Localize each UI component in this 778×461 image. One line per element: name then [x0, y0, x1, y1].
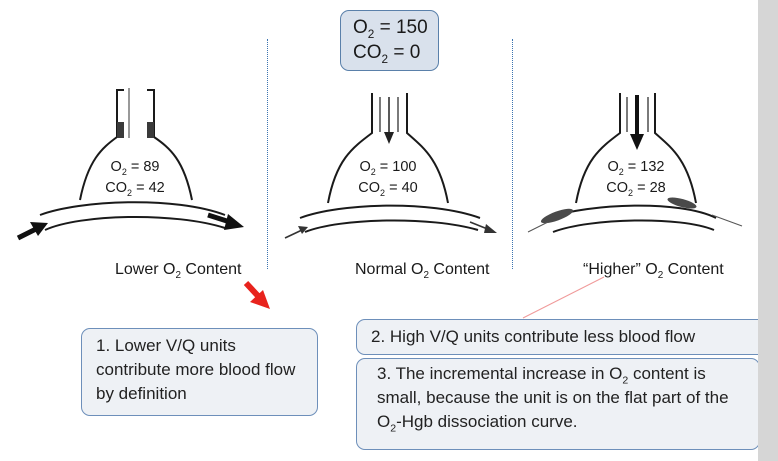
alveolus-high-vq: [527, 90, 743, 233]
constricted-capillary-left: [540, 208, 574, 224]
unit1-o2: O2 = 89: [110, 159, 160, 177]
unit2-co2: CO2 = 40: [358, 180, 418, 198]
alveolus-low-vq: [16, 88, 244, 241]
note-incremental-increase: 3. The incremental increase in O2 conten…: [356, 358, 760, 450]
inspired-co2-line: CO2 = 0: [353, 42, 421, 66]
note-low-vq: 1. Lower V/Q units contribute more blood…: [81, 328, 318, 416]
blood-flow-in-arrow: [16, 222, 48, 241]
narrowed-airway-left: [117, 122, 124, 138]
blood-flow-out-arrow-small: [469, 221, 497, 233]
caption-higher-content: “Higher” O2 Content: [583, 261, 724, 282]
blood-flow-out-arrow: [207, 212, 244, 230]
unit2-gas-values: O2 = 100 CO2 = 40: [343, 157, 433, 199]
alveolus-normal-vq: [284, 90, 497, 239]
note-high-vq: 2. High V/Q units contribute less blood …: [356, 319, 768, 355]
unit3-gas-values: O2 = 132 CO2 = 28: [591, 157, 681, 199]
divider-left: [267, 39, 268, 269]
unit3-o2: O2 = 132: [607, 159, 665, 177]
unit1-co2: CO2 = 42: [105, 180, 165, 198]
inspired-o2-line: O2 = 150: [353, 17, 428, 41]
note-high-vq-text: 2. High V/Q units contribute less blood …: [371, 327, 696, 346]
side-scroll-strip[interactable]: [758, 0, 778, 461]
blood-flow-in-arrow-small: [284, 226, 308, 239]
divider-right: [512, 39, 513, 269]
pink-connector-line: [522, 276, 605, 319]
airflow-arrow: [384, 97, 394, 144]
red-pointer-arrow: [243, 280, 270, 309]
note-low-vq-text: 1. Lower V/Q units contribute more blood…: [96, 336, 296, 403]
caption-normal-content: Normal O2 Content: [355, 261, 490, 282]
caption-lower-content: Lower O2 Content: [115, 261, 242, 282]
airflow-arrow-large: [630, 95, 644, 150]
unit1-gas-values: O2 = 89 CO2 = 42: [90, 157, 180, 199]
unit2-o2: O2 = 100: [359, 159, 417, 177]
unit3-co2: CO2 = 28: [606, 180, 666, 198]
inspired-gas-box: O2 = 150 CO2 = 0: [340, 10, 439, 71]
constricted-capillary-right: [667, 197, 697, 209]
narrowed-airway-right: [147, 122, 154, 138]
